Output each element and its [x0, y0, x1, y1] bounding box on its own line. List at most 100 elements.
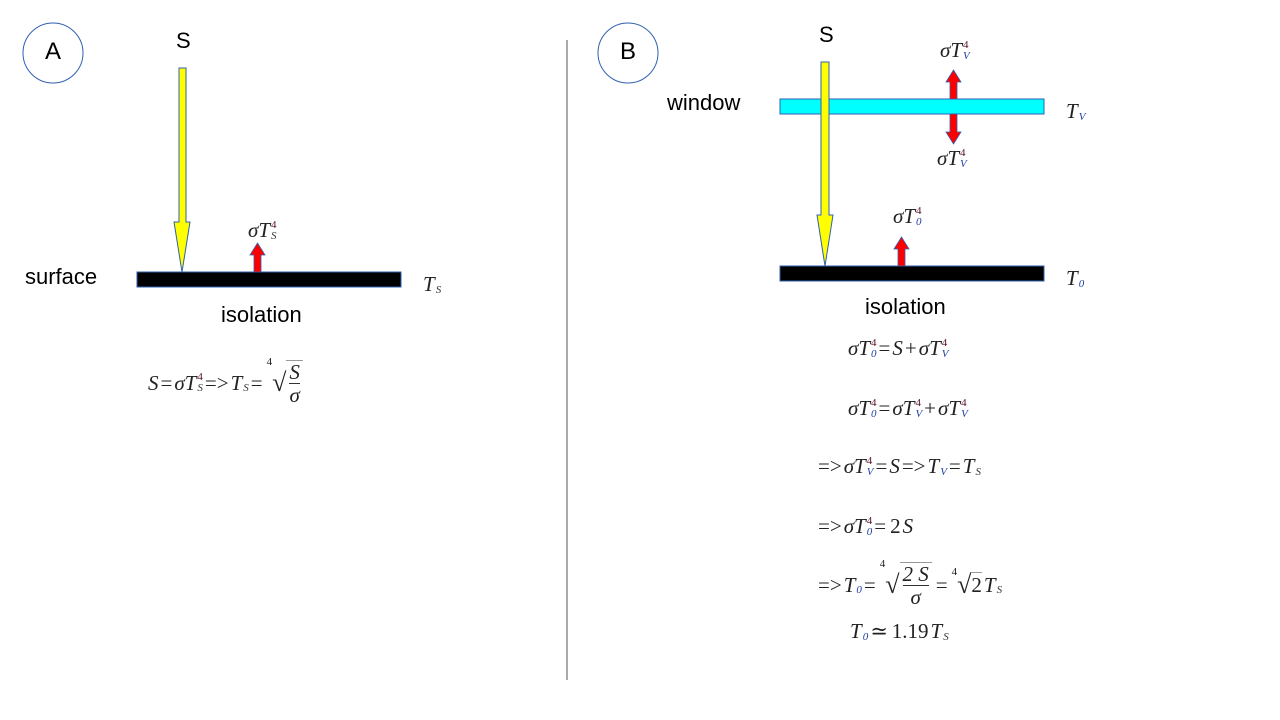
window-emission-down-arrow: [945, 113, 962, 145]
badge-circle-a: [22, 22, 84, 84]
formula-symbol: S: [892, 336, 903, 360]
superscript: 4: [866, 514, 873, 527]
formula-symbol: σT: [918, 336, 941, 360]
radical-index: 4: [951, 566, 958, 578]
superscript: [940, 456, 947, 467]
formula-symbol: T: [962, 454, 975, 478]
superscript: 4: [866, 454, 873, 467]
radical-sign: √: [957, 570, 972, 599]
subscript: V: [961, 407, 968, 420]
formula-operator: =: [250, 370, 263, 395]
subscript: S: [435, 283, 442, 296]
solar-label-a: S: [176, 28, 191, 53]
superscript: 4: [961, 396, 967, 409]
subscript: V: [960, 157, 967, 170]
fraction-numerator: S: [289, 360, 300, 384]
surface-temp-a: T S: [423, 272, 441, 297]
subscript: 0: [871, 407, 877, 420]
formula-symbol: σT: [848, 396, 871, 420]
script-pair: S: [975, 456, 981, 478]
formula-operator: =: [948, 454, 961, 478]
subscript: 0: [862, 630, 869, 643]
window-label: window: [667, 90, 741, 115]
fraction-denominator: σ: [289, 383, 300, 407]
subscript: S: [943, 630, 949, 643]
formula-symbol: S: [889, 454, 900, 478]
formula-symbol: S: [148, 370, 159, 395]
formula-operator: =: [875, 454, 888, 478]
formula-operator: =: [878, 396, 891, 420]
subscript: V: [963, 49, 970, 62]
window-emission-up-arrow: [945, 69, 962, 100]
formula-symbol: T: [843, 572, 856, 597]
formula-operator: =: [935, 572, 948, 597]
radicand: 2: [971, 572, 982, 597]
formula-symbol: T: [1066, 266, 1078, 290]
script-pair: V: [940, 456, 947, 478]
subscript: 0: [1078, 277, 1085, 290]
subscript: V: [1078, 110, 1086, 123]
radical-index: 4: [266, 356, 273, 368]
superscript: 4: [915, 396, 921, 409]
subscript: V: [941, 347, 949, 360]
radical-sign: √: [885, 570, 900, 599]
formula-operator: +: [924, 396, 937, 420]
subscript: S: [975, 465, 981, 478]
subscript: 0: [856, 584, 862, 596]
solar-label-b: S: [819, 22, 834, 47]
formula-symbol: σT: [843, 514, 866, 538]
radical-index: 4: [879, 558, 886, 570]
equation-b-6: T 0≃1.19 T S: [850, 619, 949, 644]
script-pair: 0: [856, 574, 862, 596]
formula-symbol: S: [902, 514, 914, 538]
superscript: 4: [871, 396, 877, 409]
formula-operator: =>: [204, 370, 229, 395]
surface-bar-b: [779, 265, 1045, 282]
isolation-label-b: isolation: [865, 294, 946, 319]
script-pair: 0: [863, 621, 869, 643]
superscript: [1079, 268, 1085, 279]
formula-operator: =: [878, 336, 891, 360]
formula-operator: =>: [818, 514, 842, 538]
formula-symbol: T: [983, 572, 996, 597]
formula-symbol: T: [850, 619, 862, 643]
formula-symbol: T: [423, 272, 435, 296]
solar-arrow-b: [816, 61, 834, 267]
subscript: V: [915, 407, 923, 420]
superscript: 4: [916, 204, 922, 217]
script-pair: 0: [1079, 268, 1085, 290]
superscript: [943, 621, 949, 632]
superscript: 4: [871, 336, 877, 349]
script-pair: V: [1079, 101, 1086, 123]
surface-temp-b: T 0: [1066, 266, 1084, 291]
surface-label: surface: [25, 264, 98, 289]
window-bar: [779, 98, 1045, 115]
subscript: S: [243, 382, 249, 394]
superscript: [436, 274, 442, 285]
superscript: 4: [197, 371, 203, 383]
superscript: 4: [941, 336, 948, 349]
superscript: 4: [271, 218, 277, 231]
formula-number: 1.19: [891, 619, 929, 643]
